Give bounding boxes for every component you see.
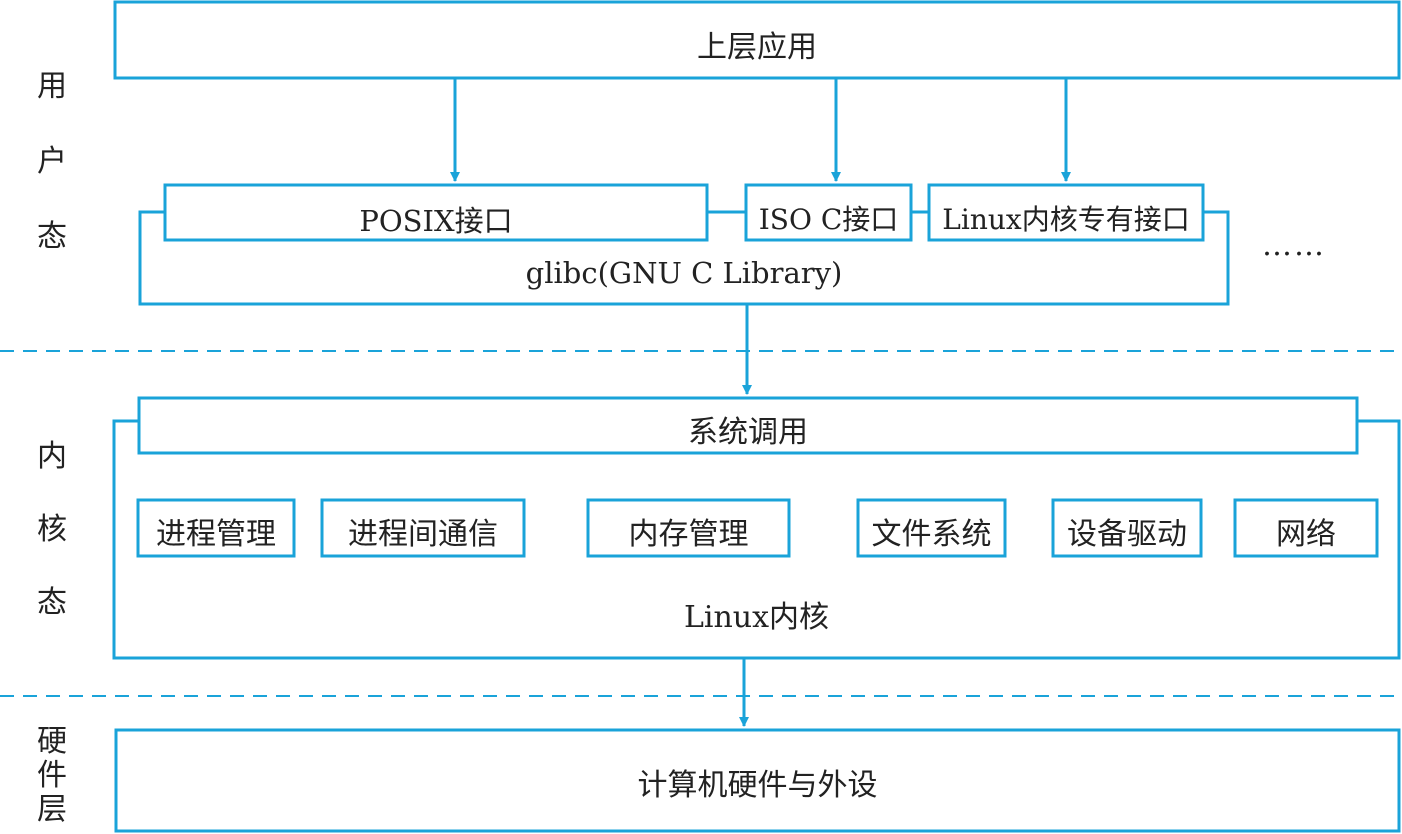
module-label-ipc: 进程间通信 xyxy=(348,517,498,552)
layer-char: 核 xyxy=(37,512,67,547)
layer-label-kernel: 内 核 态 xyxy=(32,440,72,620)
glibc-label: glibc(GNU C Library) xyxy=(525,256,843,290)
layer-char: 用 xyxy=(37,69,67,104)
top-app-label: 上层应用 xyxy=(697,30,817,65)
module-box-network xyxy=(1233,498,1379,558)
layer-char: 件 xyxy=(37,758,67,793)
layer-char: 硬 xyxy=(37,724,67,759)
layer-char: 内 xyxy=(37,439,67,474)
linux-specific-label: Linux内核专有接口 xyxy=(942,203,1190,236)
module-box-ipc xyxy=(320,498,526,558)
module-box-memory xyxy=(586,498,791,558)
layer-char: 层 xyxy=(37,792,67,827)
layer-char: 态 xyxy=(37,219,67,254)
kernel-box xyxy=(112,419,1401,660)
glibc-box xyxy=(138,210,1230,306)
layer-label-hardware: 硬 件 层 xyxy=(32,725,72,827)
layer-label-user: 用 户 态 xyxy=(32,70,72,254)
module-label-fs: 文件系统 xyxy=(871,517,992,552)
module-label-memory: 内存管理 xyxy=(628,517,749,552)
module-box-device xyxy=(1051,498,1203,558)
module-label-network: 网络 xyxy=(1276,517,1336,552)
module-box-fs xyxy=(856,498,1007,558)
hardware-box xyxy=(114,728,1401,833)
module-label-device: 设备驱动 xyxy=(1067,517,1187,552)
hardware-label: 计算机硬件与外设 xyxy=(637,768,878,803)
kernel-label: Linux内核 xyxy=(683,600,830,635)
layer-char: 态 xyxy=(37,585,67,620)
module-label-process: 进程管理 xyxy=(156,517,276,552)
posix-label: POSIX接口 xyxy=(359,204,513,238)
syscall-box xyxy=(137,396,1359,455)
ellipsis: …… xyxy=(1262,228,1326,263)
module-box-process xyxy=(136,498,296,558)
iso-c-label: ISO C接口 xyxy=(758,203,899,236)
layer-char: 户 xyxy=(37,144,67,179)
top-app-box xyxy=(113,0,1401,80)
syscall-label: 系统调用 xyxy=(688,415,808,450)
